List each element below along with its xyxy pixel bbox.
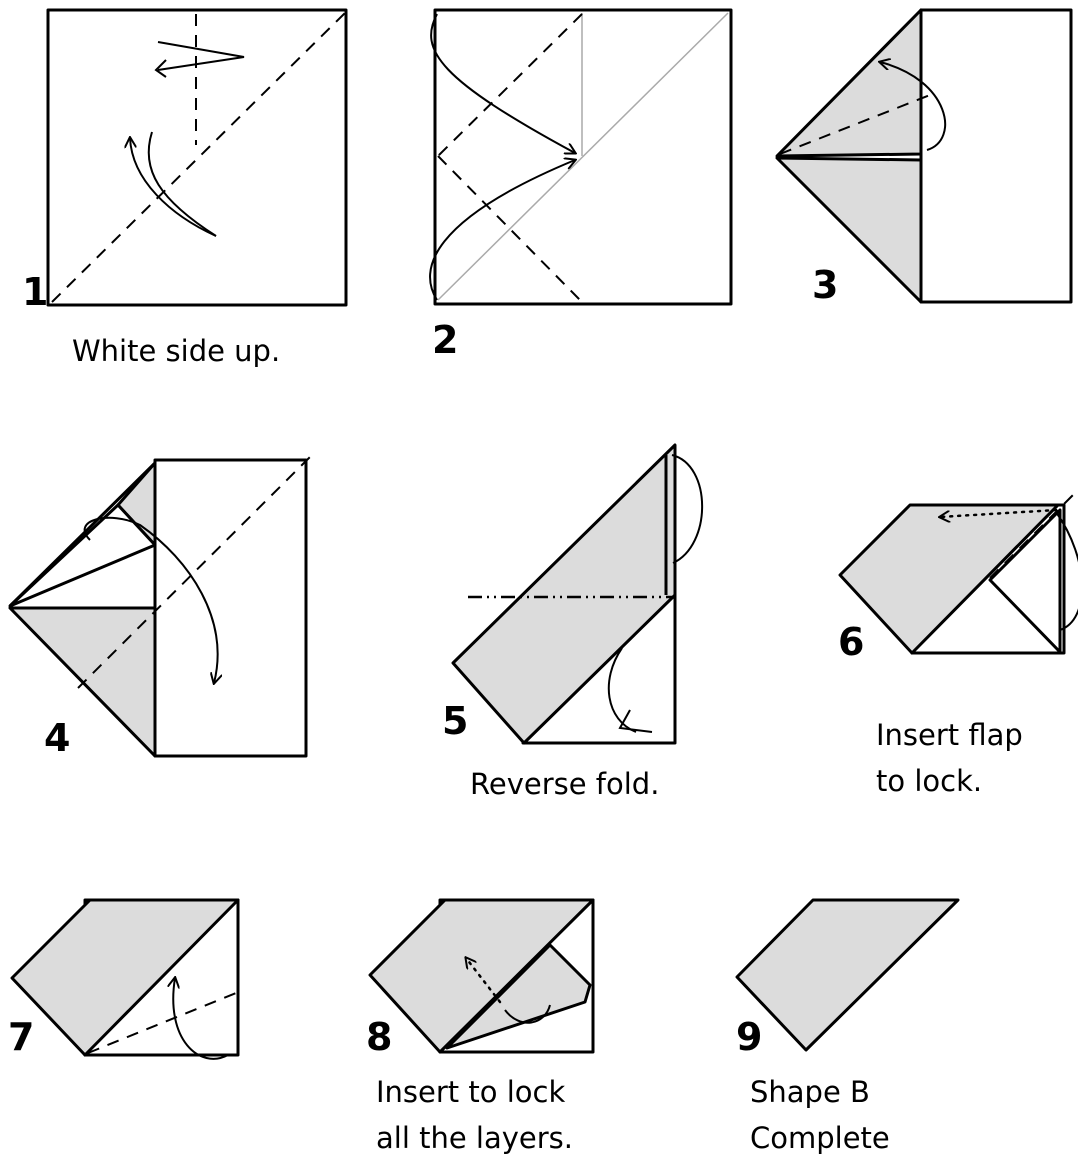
step-9-caption-line-1: Shape B bbox=[750, 1075, 870, 1109]
step-6-insert-arrow bbox=[940, 508, 1058, 517]
step-1-number: 1 bbox=[22, 270, 48, 314]
step-6-caption-line-2: to lock. bbox=[876, 764, 982, 798]
step-2-lower-fold-arrow bbox=[429, 160, 575, 301]
step-4-white-panel bbox=[153, 458, 308, 758]
step-3-fold-arrow bbox=[880, 62, 947, 151]
step-9-caption-line-2: Complete bbox=[750, 1121, 890, 1155]
step-6-diagram: 6 Insert flap to lock. bbox=[838, 489, 1078, 798]
step-8-insert-arrow bbox=[466, 958, 502, 1004]
step-8-colored-panel bbox=[368, 898, 595, 1054]
step-6-number: 6 bbox=[838, 620, 864, 664]
step-7-number: 7 bbox=[8, 1015, 34, 1059]
step-1-diagonal-valley-fold bbox=[51, 12, 346, 303]
step-9-number: 9 bbox=[736, 1015, 762, 1059]
step-7-colored-panel bbox=[10, 898, 240, 1057]
step-4-fold-arrow bbox=[83, 516, 218, 683]
step-4-number: 4 bbox=[44, 716, 70, 760]
step-2-diagram: 2 bbox=[429, 8, 733, 362]
step-4-valley-fold bbox=[77, 451, 316, 689]
step-5-push-arrow bbox=[607, 647, 637, 733]
step-2-diagonal-crease bbox=[437, 12, 729, 301]
step-3-upper-flap bbox=[775, 8, 923, 158]
step-7-diagram: 7 bbox=[8, 898, 240, 1060]
step-8-diagram: 8 Insert to lock all the layers. bbox=[366, 898, 595, 1155]
step-4-lower-flap bbox=[8, 606, 157, 758]
step-6-caption-line-1: Insert flap bbox=[876, 718, 1023, 752]
step-6-fold-arrow bbox=[1055, 511, 1078, 631]
step-3-diagram: 3 bbox=[775, 8, 1073, 307]
step-2-number: 2 bbox=[432, 318, 458, 362]
step-4-upper-edge bbox=[8, 461, 157, 608]
step-5-diagram: 5 Reverse fold. bbox=[442, 443, 703, 801]
step-2-lower-valley-fold bbox=[437, 155, 581, 301]
step-9-finished-shape bbox=[735, 898, 960, 1052]
step-2-square bbox=[433, 8, 733, 306]
step-1-caption: White side up. bbox=[72, 334, 280, 368]
step-1-fold-arrow-outer bbox=[147, 131, 217, 237]
step-7-fold-arrow bbox=[173, 978, 229, 1060]
step-3-lower-flap bbox=[775, 156, 923, 304]
step-9-diagram: 9 Shape B Complete bbox=[735, 898, 960, 1155]
step-3-white-panel bbox=[919, 8, 1073, 304]
step-1-diagram: 1 White side up. bbox=[22, 8, 348, 368]
step-7-valley-fold bbox=[87, 992, 237, 1054]
step-1-unfold-arrow bbox=[157, 41, 245, 71]
step-5-caption: Reverse fold. bbox=[470, 767, 659, 801]
step-1-square bbox=[46, 8, 348, 307]
step-2-upper-valley-fold bbox=[437, 13, 583, 157]
step-6-inner-flap bbox=[988, 508, 1062, 654]
step-3-valley-fold bbox=[779, 94, 931, 155]
step-8-caption-line-2: all the layers. bbox=[376, 1121, 573, 1155]
step-3-number: 3 bbox=[812, 263, 838, 307]
step-8-caption-line-1: Insert to lock bbox=[376, 1075, 565, 1109]
step-5-turn-over-arrow bbox=[671, 454, 703, 564]
step-1-fold-arrow-inner bbox=[130, 138, 217, 237]
step-8-tuck-arrow bbox=[504, 1004, 551, 1024]
step-2-upper-fold-arrow bbox=[430, 13, 575, 153]
step-5-push-arrowhead bbox=[618, 709, 653, 733]
step-4-diagram: 4 bbox=[8, 451, 316, 760]
step-5-number: 5 bbox=[442, 699, 468, 743]
step-4-upper-white-flap bbox=[8, 503, 157, 608]
step-1-arrowhead bbox=[154, 59, 167, 78]
step-8-number: 8 bbox=[366, 1015, 392, 1059]
step-5-colored-panel bbox=[451, 443, 677, 745]
step-8-inserted-flap bbox=[445, 943, 592, 1050]
step-6-colored-panel bbox=[838, 503, 1060, 655]
